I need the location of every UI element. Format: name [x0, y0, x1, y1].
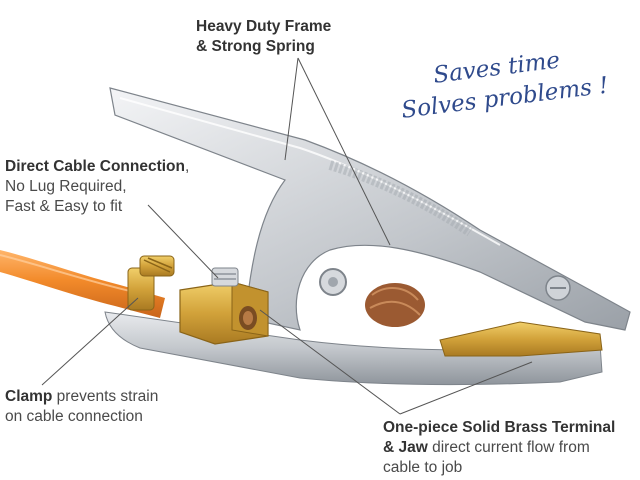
callout-clamp-line2: on cable connection [5, 408, 143, 425]
callout-brass-line2-rest: direct current flow from [427, 439, 590, 456]
callout-clamp-bold: Clamp [5, 388, 53, 405]
callout-frame-line2: & Strong Spring [196, 38, 315, 55]
callout-cable-line2: No Lug Required, [5, 178, 127, 195]
callout-frame-line1: Heavy Duty Frame [196, 18, 332, 35]
leader-clamp [41, 297, 139, 386]
callout-cable: Direct Cable Connection, No Lug Required… [5, 157, 189, 217]
brass-jaw [439, 321, 603, 357]
callout-clamp-rest: prevents strain [52, 388, 159, 405]
callout-brass-line3: cable to job [383, 459, 463, 476]
callout-brass-line2-bold: & Jaw [383, 439, 428, 456]
callout-frame: Heavy Duty Frame & Strong Spring [196, 17, 331, 57]
hose-clip [127, 255, 175, 311]
leader-brass-2 [399, 361, 533, 415]
callout-cable-line3: Fast & Easy to fit [5, 198, 123, 215]
callout-clamp: Clamp prevents strain on cable connectio… [5, 387, 158, 427]
callout-cable-comma: , [185, 158, 190, 175]
leader-brass-1 [259, 309, 401, 415]
callout-cable-bold: Direct Cable Connection [5, 158, 185, 175]
leader-cable [147, 204, 219, 279]
leader-frame-2 [297, 57, 391, 246]
upper-frame [109, 87, 631, 331]
leader-frame-1 [284, 57, 299, 161]
callout-brass-bold: One-piece Solid Brass Terminal [383, 419, 616, 436]
callout-brass: One-piece Solid Brass Terminal & Jaw dir… [383, 418, 615, 478]
brass-terminal [179, 267, 269, 345]
